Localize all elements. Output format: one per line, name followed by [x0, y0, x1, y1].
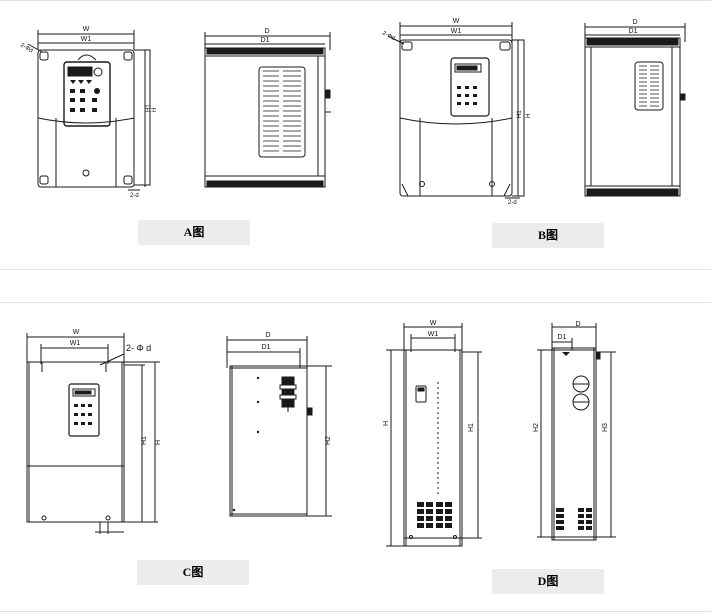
- fig-a-vent-slots: [263, 70, 301, 152]
- fig-c-w1-label: W1: [70, 340, 81, 347]
- figure-a-side-view: D D1: [204, 28, 331, 188]
- fig-d-w-label: W: [430, 320, 437, 327]
- figure-b-side-view: D D1: [584, 19, 686, 197]
- fig-c-hole-dia-label: 2- Φ d: [126, 343, 151, 353]
- fig-a-h1-label: H1: [146, 104, 152, 112]
- fig-d-d1-label: D1: [558, 334, 567, 341]
- figure-c-side-view: D D1 H2: [226, 332, 332, 517]
- fig-a-hole-label: 2-d: [130, 193, 139, 199]
- fig-b-hole-label: 2-d: [508, 200, 517, 206]
- fig-d-h2-label: H2: [533, 423, 540, 432]
- figure-c-front-view: W W1 2- Φ d H1 H: [26, 329, 162, 534]
- fig-b-w-label: W: [453, 18, 460, 25]
- fig-d-h-label: H: [383, 421, 390, 426]
- fig-b-h-label: H: [526, 114, 532, 118]
- fig-c-h1-label: H1: [141, 436, 148, 445]
- fig-d-d-label: D: [575, 321, 580, 328]
- caption-figure-d: D图: [492, 569, 604, 594]
- figure-d-side-view: D D1 H2 H3: [533, 321, 616, 541]
- fig-a-w1-label: W1: [81, 36, 92, 43]
- fig-d-side-vents: [556, 508, 592, 530]
- fig-a-d1-label: D1: [261, 37, 270, 44]
- fig-d-h1-label: H1: [468, 423, 475, 432]
- fig-c-w-label: W: [73, 329, 80, 336]
- fig-d-bottom-vents: [417, 502, 452, 528]
- fig-a-d-label: D: [264, 28, 269, 35]
- fig-b-h1-label: H1: [517, 110, 523, 118]
- fig-b-d1-label: D1: [629, 28, 638, 35]
- bottom-panel: [0, 302, 711, 612]
- caption-figure-a: A图: [138, 220, 250, 245]
- fig-c-h-label: H: [155, 440, 162, 445]
- fig-c-d-label: D: [265, 332, 270, 339]
- figure-b-front-view: W W1 2-Φd H1 H 2-d: [381, 18, 532, 206]
- fig-d-h3-label: H3: [602, 423, 609, 432]
- fig-a-hole-dia-label: 2-Φd: [19, 43, 34, 55]
- fig-a-w-label: W: [83, 26, 90, 33]
- fig-d-w1-label: W1: [428, 331, 439, 338]
- fig-a-h-label: H: [152, 108, 158, 112]
- fig-b-w1-label: W1: [451, 28, 462, 35]
- fig-c-d1-label: D1: [262, 344, 271, 351]
- caption-figure-c: C图: [137, 560, 249, 585]
- figure-d-front-view: W W1 H H1: [383, 320, 482, 547]
- caption-figure-b: B图: [492, 223, 604, 248]
- figure-a-front-view: W W1 2-Φd H1 H 2-d: [19, 26, 158, 199]
- fig-c-h2-label: H2: [325, 436, 332, 445]
- fig-b-d-label: D: [632, 19, 637, 26]
